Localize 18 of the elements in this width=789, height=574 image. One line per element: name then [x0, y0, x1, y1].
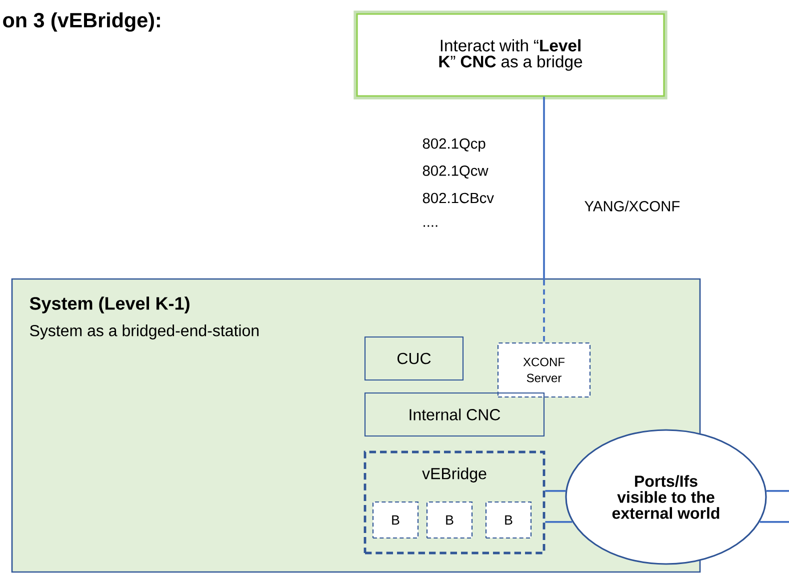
connector-line — [766, 490, 789, 492]
standard-label: 802.1Qcw — [422, 166, 488, 178]
bridge-box: B — [426, 501, 473, 539]
connector-line — [545, 490, 566, 492]
bridge-box: B — [485, 501, 532, 539]
connector-line — [543, 96, 545, 342]
protocol-label: YANG/XCONF — [584, 200, 680, 212]
connector-line — [760, 521, 789, 523]
bridge-box: B — [372, 501, 419, 539]
server-box: XCONF Server — [497, 342, 591, 398]
connector-line — [545, 521, 572, 523]
process-box: CUC — [364, 336, 464, 381]
title: on 3 (vEBridge): — [3, 12, 160, 32]
standard-label: 802.1CBcv — [422, 192, 494, 204]
process-box: Internal CNC — [364, 392, 545, 437]
ellipsis-label: .... — [424, 225, 438, 227]
standard-label: 802.1Qcp — [422, 138, 486, 152]
bridge-box: Interact with “Level K” CNC as a bridge — [354, 10, 668, 100]
